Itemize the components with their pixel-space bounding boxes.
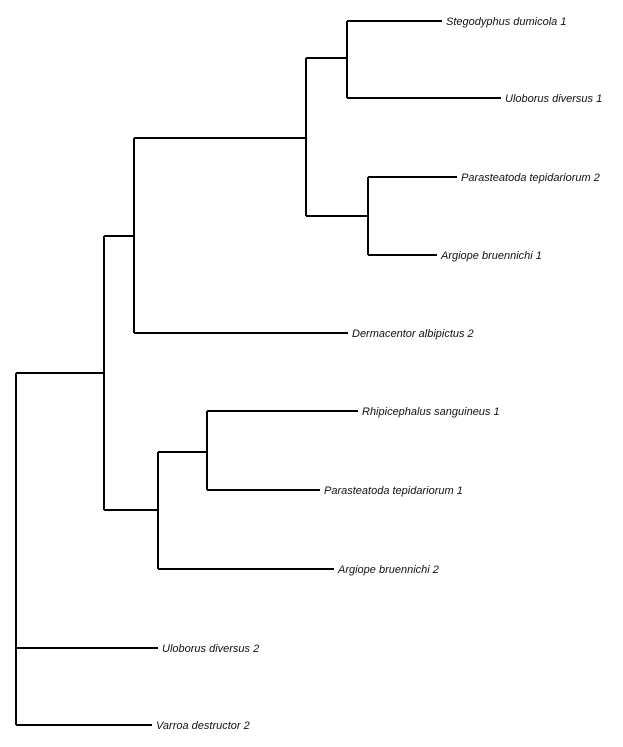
tip-uloborus-diversus-1-label: Uloborus diversus 1 bbox=[505, 93, 602, 105]
tip-uloborus-diversus-2-label: Uloborus diversus 2 bbox=[162, 643, 259, 655]
tip-argiope-bruennichi-2-label: Argiope bruennichi 2 bbox=[337, 564, 439, 576]
tip-dermacentor-albipictus-2-label: Dermacentor albipictus 2 bbox=[352, 328, 474, 340]
tip-varroa-destructor-2-label: Varroa destructor 2 bbox=[156, 720, 250, 732]
tip-rhipicephalus-sanguineus-1-label: Rhipicephalus sanguineus 1 bbox=[362, 406, 500, 418]
tip-argiope-bruennichi-1-label: Argiope bruennichi 1 bbox=[440, 250, 542, 262]
internal-branch-group bbox=[15, 21, 369, 725]
tip-parasteatoda-tepidariorum-2-label: Parasteatoda tepidariorum 2 bbox=[461, 172, 600, 184]
tip-label-group: Stegodyphus dumicola 1 Uloborus diversus … bbox=[156, 16, 602, 732]
tip-parasteatoda-tepidariorum-1-label: Parasteatoda tepidariorum 1 bbox=[324, 485, 463, 497]
tip-branch-group bbox=[16, 20, 501, 726]
tip-stegodyphus-dumicola-1-label: Stegodyphus dumicola 1 bbox=[446, 16, 566, 28]
